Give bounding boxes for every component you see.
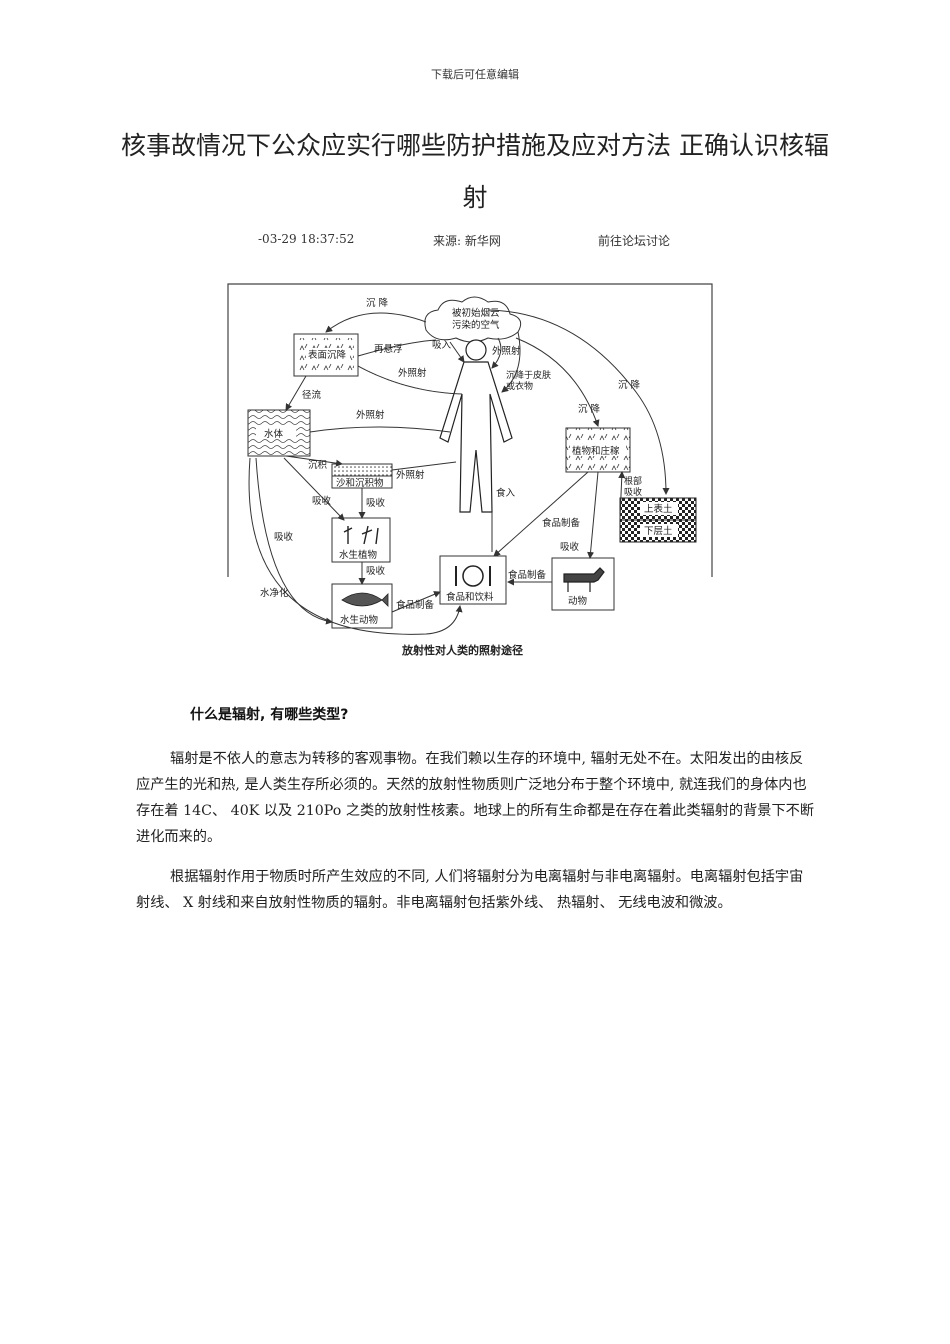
- pathway-diagram: 被初始烟云 污染的空气 表面沉降 水体 沙和沉积物 水生植物: [227, 283, 713, 657]
- crops-label: 植物和庄稼: [572, 445, 620, 457]
- water-node: 水体: [247, 409, 311, 457]
- surface-deposition-node: 表面沉降: [293, 333, 359, 377]
- crops-node: 植物和庄稼: [565, 427, 631, 473]
- label-ingestion: 食入: [496, 487, 516, 499]
- subsoil-label: 下层土: [644, 525, 673, 537]
- label-absorb-5: 吸收: [560, 541, 580, 553]
- label-food-prep-3: 食品制备: [396, 599, 435, 611]
- human-figure: [439, 339, 513, 513]
- sediment-label: 沙和沉积物: [336, 477, 384, 489]
- animals-node: 动物: [551, 557, 615, 611]
- label-root-absorb: 根部吸收: [624, 475, 642, 498]
- label-absorb-3: 吸收: [366, 565, 386, 577]
- aquatic-plants-node: 水生植物: [331, 517, 391, 563]
- label-food-prep-1: 食品制备: [542, 517, 581, 529]
- surface-deposition-label: 表面沉降: [308, 349, 347, 361]
- aquatic-animals-label: 水生动物: [340, 614, 379, 626]
- label-external-4: 外照射: [396, 469, 425, 481]
- cloud-node: 被初始烟云 污染的空气: [424, 296, 522, 343]
- download-note: 下载后可任意编辑: [431, 68, 519, 81]
- pathway-arrows: [248, 309, 670, 635]
- label-water-purify: 水净化: [260, 587, 289, 599]
- paragraph-2: 根据辐射作用于物质时所产生效应的不同, 人们将辐射分为电离辐射与非电离辐射。电离…: [136, 869, 804, 911]
- section-heading: 什么是辐射, 有哪些类型?: [190, 707, 349, 723]
- paragraph-1: 辐射是不依人的意志为转移的客观事物。在我们赖以生存的环境中, 辐射无处不在。太阳…: [136, 751, 815, 845]
- label-external-2: 外照射: [398, 367, 427, 379]
- sediment-node: 沙和沉积物: [331, 463, 393, 489]
- label-deposition-2: 沉 降: [618, 379, 641, 391]
- figure-frame: [227, 283, 713, 577]
- article-source: 来源: 新华网: [433, 234, 501, 248]
- label-resuspension: 再悬浮: [374, 343, 403, 355]
- forum-link[interactable]: 前往论坛讨论: [598, 234, 671, 248]
- label-absorb-4: 吸收: [274, 531, 294, 543]
- label-inhalation: 吸入: [432, 340, 452, 351]
- publish-datetime: -03-29 18:37:52: [258, 232, 355, 246]
- cloud-label-1: 被初始烟云: [452, 307, 500, 319]
- label-external-3: 外照射: [356, 409, 385, 421]
- figure-caption: 放射性对人类的照射途径: [401, 643, 523, 657]
- animals-label: 动物: [568, 595, 588, 607]
- cloud-label-2: 污染的空气: [452, 319, 500, 331]
- water-label: 水体: [264, 428, 284, 440]
- label-deposition-1: 沉 降: [366, 297, 389, 309]
- label-runoff: 径流: [302, 389, 322, 401]
- label-skin: 沉降于皮肤或衣物: [506, 369, 551, 392]
- label-external-1: 外照射: [492, 345, 521, 357]
- label-absorb-2: 吸收: [366, 497, 386, 509]
- food-node: 食品和饮料: [439, 555, 507, 605]
- article-title: 核事故情况下公众应实行哪些防护措施及应对方法 正确认识核辐射: [121, 131, 829, 212]
- aquatic-plants-label: 水生植物: [339, 549, 378, 561]
- label-absorb-1: 吸收: [312, 495, 332, 507]
- label-deposition-3: 沉 降: [578, 403, 601, 415]
- aquatic-animals-node: 水生动物: [331, 583, 393, 629]
- radiation-pathway-figure: 被初始烟云 污染的空气 表面沉降 水体 沙和沉积物 水生植物: [226, 282, 714, 662]
- label-food-prep-2: 食品制备: [508, 569, 547, 581]
- label-sedimentation: 沉积: [308, 459, 328, 471]
- topsoil-label: 上表土: [644, 503, 673, 515]
- food-label: 食品和饮料: [446, 591, 494, 603]
- soil-node: 上表土 下层土: [619, 497, 697, 543]
